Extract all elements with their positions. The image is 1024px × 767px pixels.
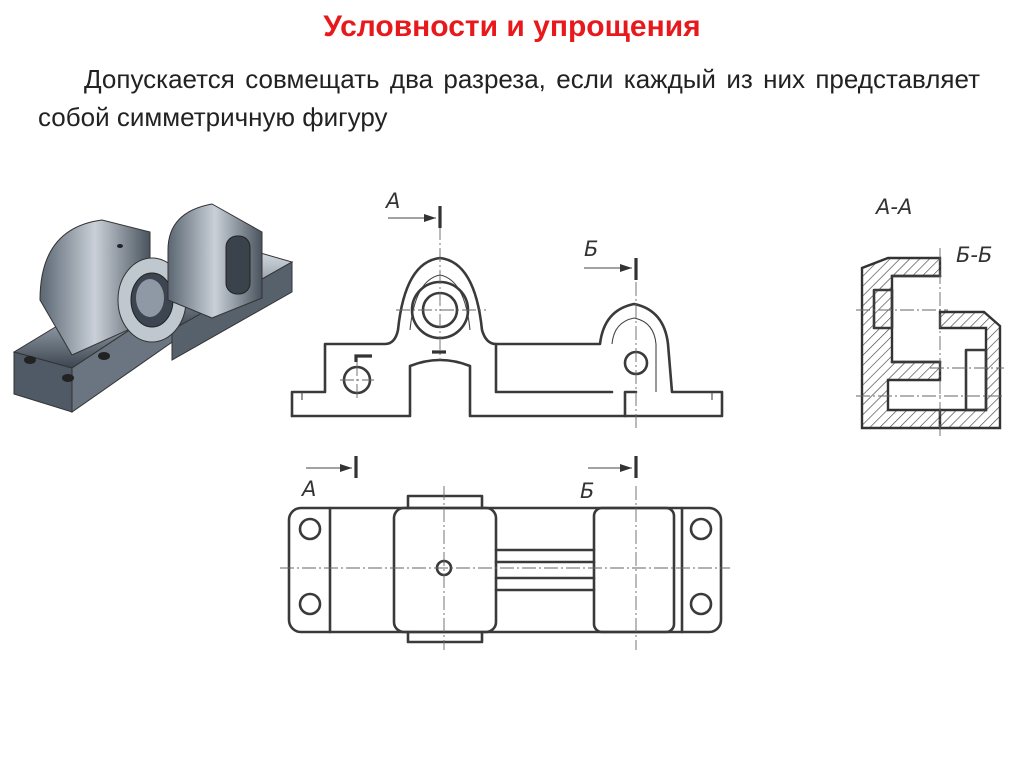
label-a-top: А [384,189,400,213]
section-markers [306,206,638,478]
label-b-top: Б [584,237,598,261]
label-a-bottom: А [300,477,316,501]
label-b-bottom: Б [580,479,594,503]
front-view [290,226,724,430]
label-section-b-b: Б-Б [956,243,992,267]
combined-section-view [856,248,1004,436]
slide-title: Условности и упрощения [323,10,701,43]
top-view [280,486,730,650]
isometric-part-image [12,203,294,413]
slide-text: Допускается совмещать два разреза, если … [38,64,980,132]
label-section-a-a: А-А [874,195,912,219]
